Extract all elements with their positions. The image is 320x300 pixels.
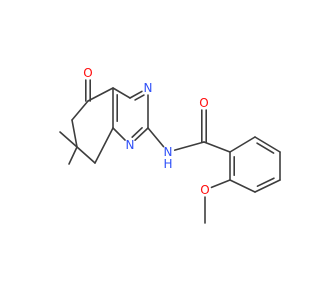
benzene-double-3-4 [256,177,275,187]
ring-bond-n1-c8a [112,127,126,141]
ring-double-c4-n3 [134,94,145,101]
ring-bond-c2-n1 [134,127,149,141]
ring-bond-c8-c7 [76,146,96,164]
ether-bond [210,179,231,189]
benzene-bond-6-1 [229,136,256,153]
amide-oxygen-label: O [199,96,208,110]
amide-nitrogen-label: N [164,145,173,159]
ether-oxygen-label: O [200,183,209,197]
amide-aryl-bond [203,141,231,153]
benzene-bond-3-4 [254,179,281,193]
ring-bond-c4-n3 [129,90,143,99]
ring-bond-c4a-c4 [112,87,131,99]
methyl-bond-1 [59,131,78,148]
amine-bond [147,127,165,148]
benzene-bond-5-6 [254,136,281,153]
bond-layer [59,79,281,224]
ring-nitrogen-upper-label: N [144,81,153,95]
methyl-bond-2 [68,146,78,165]
benzene-bond-2-3 [229,179,256,193]
ring-bond-c5-c6 [71,100,89,121]
ring-bond-c5-c4a [87,87,114,102]
ring-double-c2-n1 [131,127,143,138]
ketone-oxygen-label: O [83,66,92,80]
amide-n-bond [173,141,205,151]
benzene-double-5-6 [256,142,275,154]
ring-bond-c8a-c8 [94,127,114,164]
amide-hydrogen-label: H [163,157,172,171]
ring-bond-c7-c6 [71,119,78,148]
ring-nitrogen-lower-label: N [126,138,135,152]
